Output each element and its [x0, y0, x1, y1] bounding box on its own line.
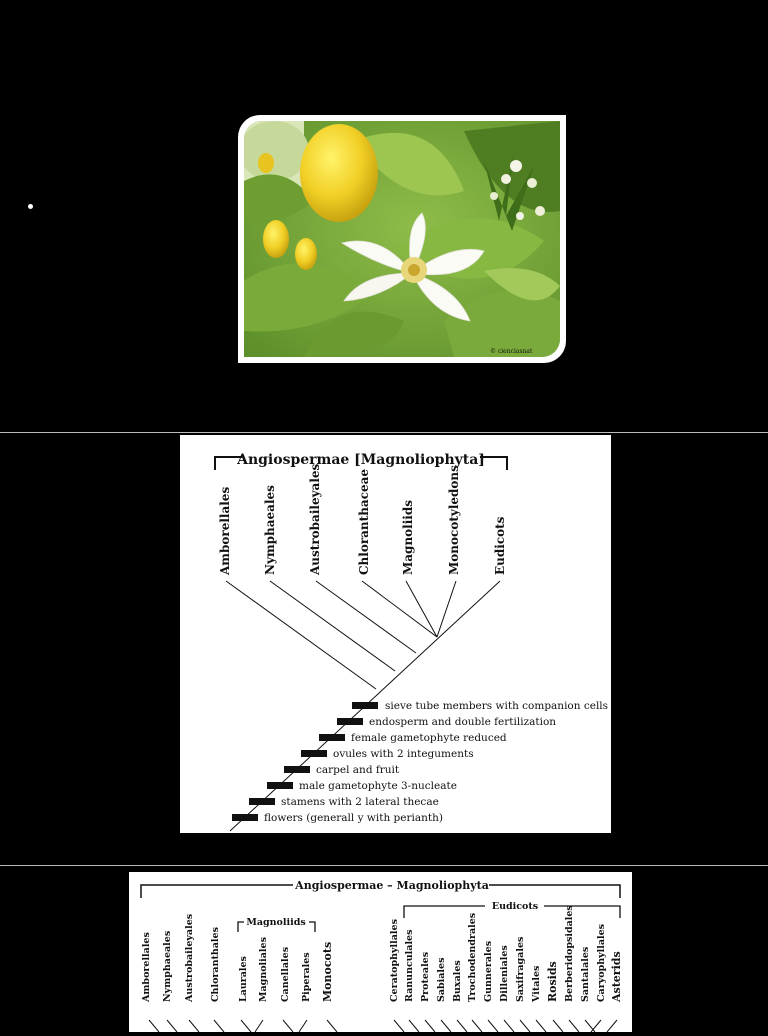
lemons	[258, 124, 378, 270]
taxon-label: Amborellales	[141, 932, 152, 1003]
leaves	[244, 121, 560, 357]
character-label: male gametophyte 3-nucleate	[299, 780, 457, 792]
taxon-label: Buxales	[452, 960, 463, 1002]
character-bar	[249, 798, 275, 805]
eudicots-bracket	[403, 905, 621, 918]
taxon-label: Caryophyllales	[596, 924, 607, 1002]
apg-branches	[148, 1019, 618, 1033]
title-bracket	[140, 884, 621, 898]
taxon-label: Asterids	[610, 951, 623, 1003]
apg-cladogram-svg: Angiospermae – Magnoliophyta Magnoliids …	[140, 879, 623, 1033]
flower-buds	[484, 151, 545, 231]
slide-separator	[0, 432, 768, 433]
taxon-label: Sabiales	[436, 958, 447, 1002]
character-bar	[267, 782, 293, 789]
character-bar	[301, 750, 327, 757]
taxon-label: Santalales	[580, 947, 591, 1002]
bullet-point	[28, 204, 33, 209]
character-label: female gametophyte reduced	[351, 732, 507, 744]
taxon-label-chloranthaceae: Chloranthaceae	[357, 469, 371, 575]
character-bar	[232, 814, 258, 821]
taxon-label: Chloranthales	[210, 927, 221, 1002]
cladogram-svg: Angiospermae [Magnoliophyta] Amborellale…	[214, 452, 608, 832]
taxon-label: Laurales	[238, 956, 249, 1002]
group-label-eudicots: Eudicots	[492, 901, 538, 912]
character-label: flowers (generall y with perianth)	[264, 812, 443, 824]
taxon-label: Proteales	[420, 952, 431, 1002]
taxon-label: Gunnerales	[483, 941, 494, 1002]
slide-cladogram-characters: Angiospermae [Magnoliophyta] Amborellale…	[0, 433, 768, 864]
apg-taxon-labels: Amborellales Nymphaeales Austrobaileyale…	[141, 905, 623, 1003]
character-label: sieve tube members with companion cells	[385, 700, 608, 712]
taxon-label: Monocots	[321, 942, 334, 1002]
taxon-label-magnoliids: Magnoliids	[401, 500, 415, 575]
apg-cladogram-panel: Angiospermae – Magnoliophyta Magnoliids …	[129, 872, 632, 1033]
character-bar	[319, 734, 345, 741]
cladogram-title: Angiospermae [Magnoliophyta]	[236, 452, 485, 468]
taxon-label-monocotyledons: Monocotyledons	[447, 465, 461, 575]
character-bar	[352, 702, 378, 709]
photo-watermark: © cienciasnat	[490, 348, 533, 355]
taxon-label: Ceratophyllales	[389, 919, 400, 1002]
taxon-label: Dilleniales	[499, 945, 510, 1002]
cladogram-panel: Angiospermae [Magnoliophyta] Amborellale…	[180, 435, 611, 833]
apg-title: Angiospermae – Magnoliophyta	[294, 879, 489, 892]
taxon-label: Nymphaeales	[162, 931, 173, 1002]
taxon-label: Berberidopsidales	[564, 905, 575, 1002]
character-bar	[337, 718, 363, 725]
taxon-label-austrobaileyales: Austrobaileyales	[308, 463, 322, 576]
lemon-photo: © cienciasnat	[244, 121, 560, 357]
slide-apg-cladogram: Angiospermae – Magnoliophyta Magnoliids …	[0, 866, 768, 1033]
taxon-label: Piperales	[301, 952, 312, 1002]
slide-lemon-photo: © cienciasnat	[0, 0, 768, 431]
taxon-label: Rosids	[546, 961, 559, 1002]
taxon-label-amborellales: Amborellales	[218, 487, 232, 576]
character-labels: sieve tube members with companion cells …	[264, 700, 608, 824]
taxon-label: Austrobaileyales	[184, 914, 195, 1003]
character-label: stamens with 2 lateral thecae	[281, 796, 439, 808]
taxon-label: Saxifragales	[515, 937, 526, 1002]
taxon-label-eudicots: Eudicots	[493, 516, 507, 575]
tree-branches	[225, 580, 501, 832]
taxon-labels: Amborellales Nymphaeales Austrobaileyale…	[218, 463, 507, 576]
character-label: carpel and fruit	[316, 764, 400, 776]
group-label-magnoliids: Magnoliids	[246, 917, 305, 928]
slide-separator	[0, 865, 768, 866]
title-bracket	[214, 456, 508, 470]
character-label: endosperm and double fertilization	[369, 716, 556, 728]
taxon-label: Vitales	[531, 966, 542, 1003]
character-label: ovules with 2 integuments	[333, 748, 474, 760]
taxon-label-nymphaeales: Nymphaeales	[263, 485, 277, 575]
taxon-label: Trochodendrales	[467, 913, 478, 1002]
taxon-label: Magnoliales	[258, 937, 269, 1002]
white-flower	[340, 212, 485, 322]
taxon-label: Ranunculales	[404, 930, 415, 1002]
taxon-label: Canellales	[280, 947, 291, 1002]
character-bar	[284, 766, 310, 773]
magnoliids-bracket	[237, 921, 316, 932]
character-bars	[232, 702, 378, 821]
